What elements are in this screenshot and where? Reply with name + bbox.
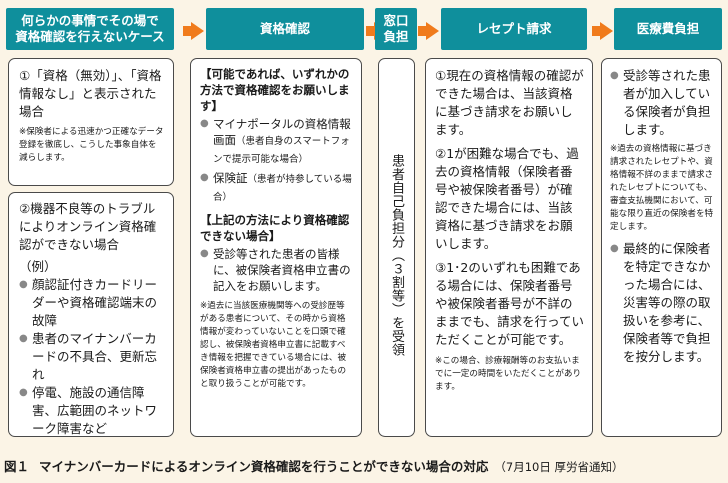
- arrow-right-icon: [592, 22, 613, 40]
- case-example-label: （例）: [19, 259, 57, 274]
- eligibility-note: ※過去に当該医療機関等への受診歴等がある患者について、その時から資格情報が変わっ…: [200, 301, 347, 389]
- claim-note: ※この場合、診療報酬等のお支払いまでに一定の時間をいただくことがあります。: [435, 356, 582, 392]
- figure-caption: 図１ マイナンバーカードによるオンライン資格確認を行うことができない場合の対応 （7…: [4, 456, 624, 475]
- cost-item-2: 最終的に保険者を特定できなかった場合には、災害等の際の取扱いを参考に、保険者等で…: [610, 240, 714, 366]
- receipt-claim-box: ①現在の資格情報の確認ができた場合は、当該資格に基づき請求をお願いします。 ②1…: [425, 58, 593, 437]
- case-invalid-note: ※保険者による迅速かつ正確なデータ登録を徹底し、こうした事象自体を減らします。: [19, 127, 164, 163]
- cost-item-1: 受診等された患者が加入している保険者が負担します。: [610, 67, 714, 139]
- cost-note: ※過去の資格情報に基づき請求されたレセプトや、資格情報不詳のままで請求されたレセ…: [610, 144, 714, 232]
- arrow-right-icon: [183, 22, 204, 40]
- eligibility-item-insurance-card: 保険証（患者が持参している場合）: [200, 170, 353, 206]
- eligibility-head-2: 【上記の方法により資格確認できない場合】: [200, 213, 350, 243]
- example-item: 顔認証付きカードリーダーや資格確認端末の故障: [19, 276, 165, 330]
- case-box-trouble: ②機器不良等のトラブルによりオンライン資格確認ができない場合 （例） 顔認証付き…: [8, 192, 174, 437]
- eligibility-head-1: 【可能であれば、いずれかの方法で資格確認をお願いします】: [200, 67, 350, 113]
- claim-item-3: ③1･2のいずれも困難である場合には、保険者番号や被保険者番号が不詳のままでも、…: [435, 260, 585, 347]
- example-item: 患者のマイナンバーカードの不具合、更新忘れ: [19, 330, 165, 384]
- medical-cost-box: 受診等された患者が加入している保険者が負担します。 ※過去の資格情報に基づき請求…: [601, 58, 722, 437]
- claim-item-2: ②1が困難な場合でも、過去の資格情報（保険者番号や被保険者番号）が確認できた場合…: [435, 146, 579, 251]
- header-case: 何らかの事情でその場で 資格確認を行えないケース: [6, 8, 174, 50]
- case-box-invalid: ①「資格（無効）」、「資格情報なし」と表示された場合 ※保険者による迅速かつ正確…: [8, 58, 174, 186]
- counter-payment-text: 患者自己負担分（３割等）を受領: [389, 154, 404, 357]
- counter-payment-box: 患者自己負担分（３割等）を受領: [378, 58, 415, 437]
- case-trouble-text: ②機器不良等のトラブルによりオンライン資格確認ができない場合: [19, 201, 157, 252]
- arrow-right-icon: [418, 22, 439, 40]
- eligibility-item-declaration: 受診等された患者の皆様に、被保険者資格申立書の記入をお願いします。: [200, 246, 353, 294]
- figure-source: （7月10日 厚労省通知）: [494, 460, 624, 474]
- figure-tag: 図１: [4, 459, 30, 474]
- claim-item-1: ①現在の資格情報の確認ができた場合は、当該資格に基づき請求をお願いします。: [435, 68, 584, 137]
- eligibility-box: 【可能であれば、いずれかの方法で資格確認をお願いします】 マイナポータルの資格情…: [190, 58, 362, 437]
- header-medical-cost: 医療費負担: [614, 8, 722, 50]
- header-eligibility-check: 資格確認: [206, 8, 364, 50]
- example-item: 停電、施設の通信障害、広範囲のネットワーク障害など: [19, 384, 165, 438]
- header-receipt-claim: レセプト請求: [441, 8, 587, 50]
- eligibility-item-portal: マイナポータルの資格情報画面（患者自身のスマートフォンで提示可能な場合）: [200, 116, 353, 168]
- header-counter-payment: 窓口 負担: [375, 8, 417, 50]
- figure-title: マイナンバーカードによるオンライン資格確認を行うことができない場合の対応: [39, 459, 489, 474]
- case-invalid-text: ①「資格（無効）」、「資格情報なし」と表示された場合: [19, 68, 162, 119]
